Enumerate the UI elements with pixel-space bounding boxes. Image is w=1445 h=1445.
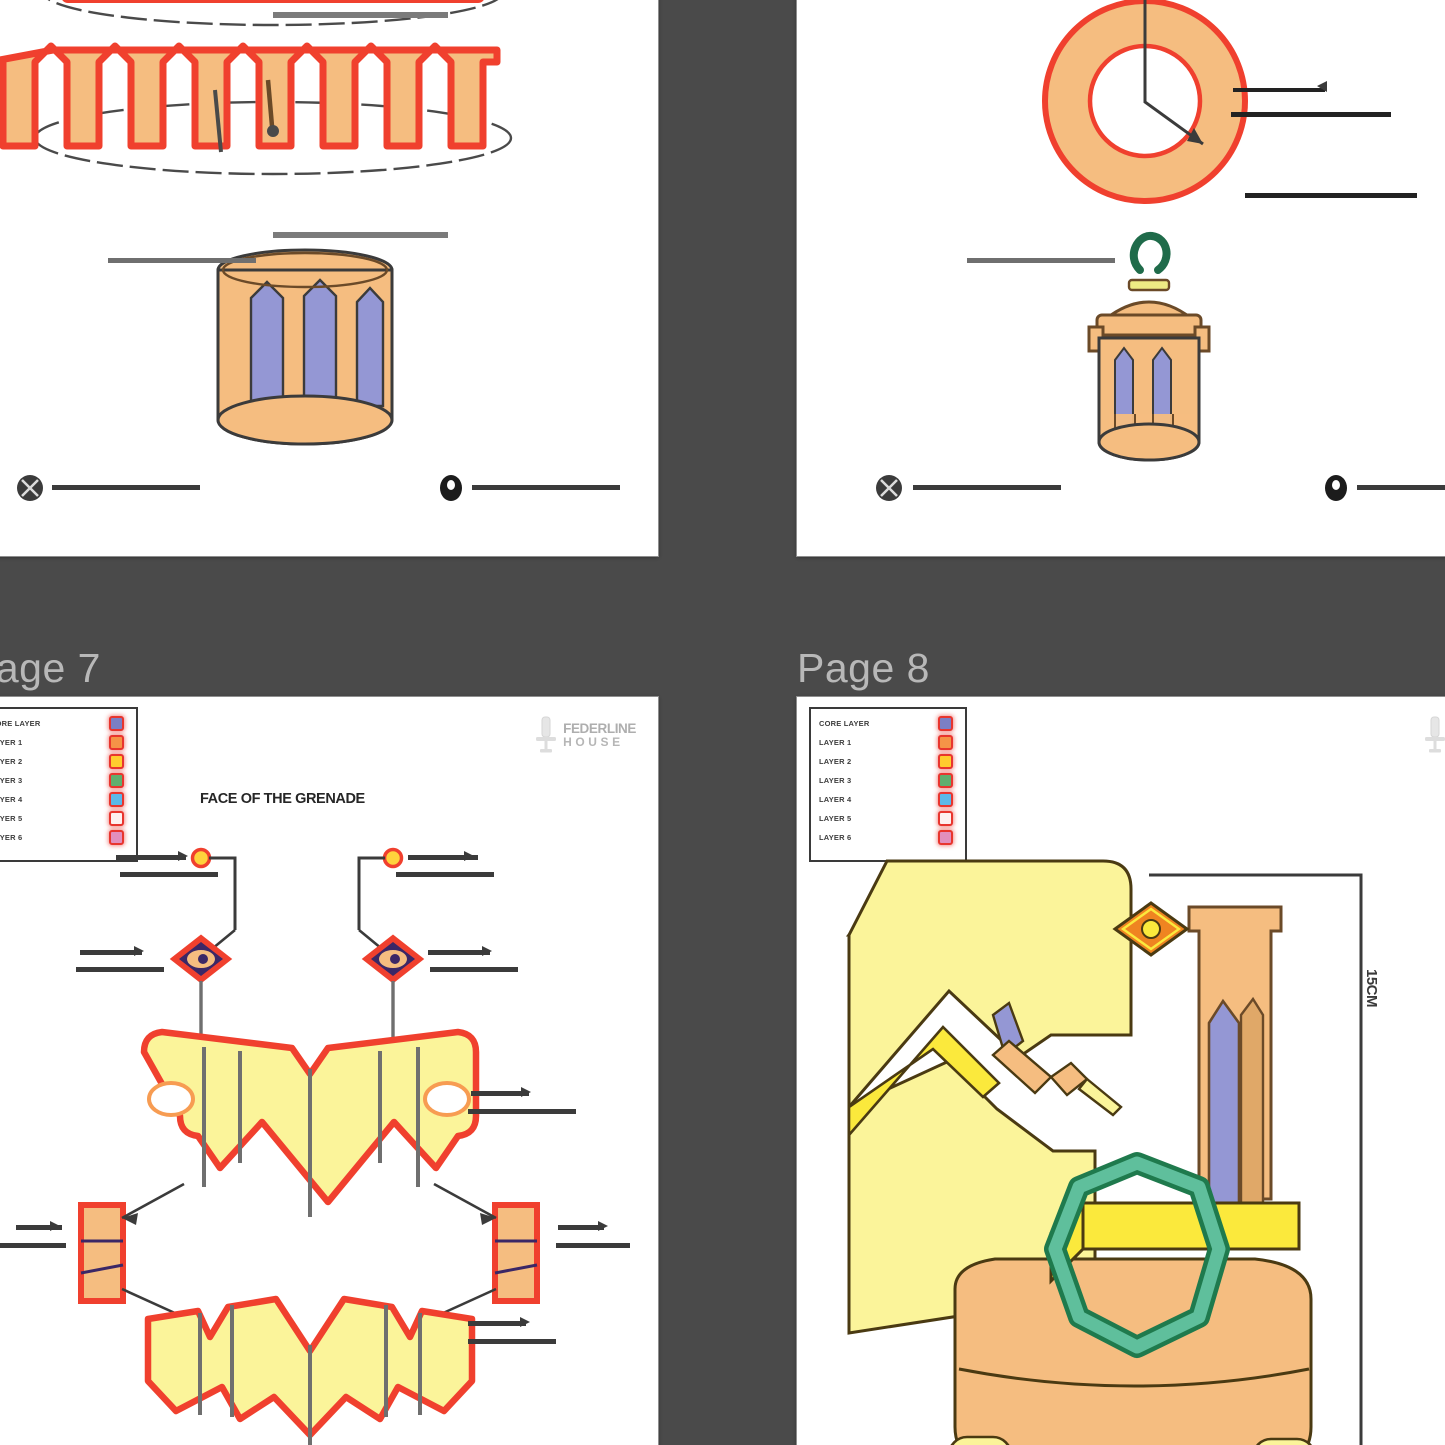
- legend-swatch-4: [109, 792, 124, 807]
- page-8-artwork: [845, 859, 1363, 1445]
- page-label-8: Page 8: [797, 645, 930, 691]
- core-column: [1187, 905, 1283, 1215]
- legend-label-1: LAYER 1: [0, 738, 23, 747]
- legend-label-3: LAYER 3: [0, 776, 23, 785]
- page-title: FACE OF THE GRENADE: [200, 791, 365, 807]
- legend-label-6: LAYER 6: [819, 833, 852, 842]
- legend-label-0: CORE LAYER: [0, 719, 41, 728]
- eye-badge-right: [361, 934, 518, 1069]
- legend-swatch-0: [938, 716, 953, 731]
- lower-jaw-band: [144, 1295, 556, 1445]
- lantern-body-piece: [967, 232, 1211, 462]
- legend-label-1: LAYER 1: [819, 738, 852, 747]
- side-tab-left: [0, 1182, 189, 1327]
- legend-label-4: LAYER 4: [0, 795, 23, 804]
- page-sheet-5[interactable]: [0, 0, 658, 556]
- legend-label-column: CORE LAYER LAYER 1 LAYER 2 LAYER 3 LAYER…: [0, 716, 40, 860]
- callout-top-left: [116, 847, 237, 964]
- legend-swatch-1: [938, 735, 953, 750]
- crown-strip-upper: [47, 0, 499, 27]
- page-sheet-7[interactable]: CORE LAYER LAYER 1 LAYER 2 LAYER 3 LAYER…: [0, 697, 658, 1445]
- upper-jaw-band: [140, 1028, 576, 1217]
- federline-house-logo: FEDERLINE HOUSE: [1423, 715, 1445, 755]
- logo-line-2: HOUSE: [563, 734, 624, 749]
- legend-swatch-6: [938, 830, 953, 845]
- page-5-artwork: [0, 0, 620, 501]
- logo-line-1: FEDERLINE: [563, 721, 636, 737]
- legend-label-column: CORE LAYER LAYER 1 LAYER 2 LAYER 3 LAYER…: [819, 716, 869, 860]
- layer-legend-page-8: CORE LAYER LAYER 1 LAYER 2 LAYER 3 LAYER…: [809, 707, 967, 862]
- page-sheet-8[interactable]: CORE LAYER LAYER 1 LAYER 2 LAYER 3 LAYER…: [797, 697, 1445, 1445]
- legend-swatch-0: [109, 716, 124, 731]
- pull-ring: [1044, 1152, 1230, 1358]
- federline-house-logo: FEDERLINE HOUSE: [534, 715, 636, 755]
- page-6-bottom-callouts: [876, 475, 1445, 501]
- legend-swatch-5: [109, 811, 124, 826]
- legend-label-6: LAYER 6: [0, 833, 23, 842]
- legend-swatch-5: [938, 811, 953, 826]
- legend-swatch-3: [109, 773, 124, 788]
- legend-swatch-1: [109, 735, 124, 750]
- legend-swatch-6: [109, 830, 124, 845]
- legend-label-2: LAYER 2: [819, 757, 852, 766]
- legend-label-4: LAYER 4: [819, 795, 852, 804]
- legend-label-2: LAYER 2: [0, 757, 23, 766]
- legend-swatch-3: [938, 773, 953, 788]
- legend-label-3: LAYER 3: [819, 776, 852, 785]
- bottom-studs: [950, 1435, 1313, 1445]
- drum-body-piece: [108, 248, 394, 446]
- page-sheet-6[interactable]: [797, 0, 1445, 556]
- legend-swatch-column: [109, 716, 128, 860]
- page-5-bottom-callouts: [17, 475, 620, 501]
- page-6-artwork: [876, 0, 1445, 501]
- sword-icon: [536, 716, 557, 753]
- yellow-flap-piece: [845, 859, 1190, 1335]
- legend-swatch-2: [109, 754, 124, 769]
- legend-swatch-2: [938, 754, 953, 769]
- dimension-bracket: [1149, 873, 1363, 1445]
- legend-swatch-4: [938, 792, 953, 807]
- legend-label-5: LAYER 5: [0, 814, 23, 823]
- layer-legend-page-7: CORE LAYER LAYER 1 LAYER 2 LAYER 3 LAYER…: [0, 707, 138, 862]
- legend-swatch-column: [938, 716, 957, 860]
- comb-teeth-piece: [0, 42, 513, 238]
- sword-icon: [1425, 716, 1445, 753]
- side-tab-right: [429, 1182, 630, 1327]
- ring-piece: [1042, 0, 1417, 204]
- legend-label-5: LAYER 5: [819, 814, 852, 823]
- legend-label-0: CORE LAYER: [819, 719, 870, 728]
- page-7-artwork: [0, 847, 630, 1445]
- logo-wordmark: FEDERLINE HOUSE: [563, 722, 636, 748]
- page-label-7: Page 7: [0, 645, 101, 691]
- eye-badge-left: [76, 934, 233, 1069]
